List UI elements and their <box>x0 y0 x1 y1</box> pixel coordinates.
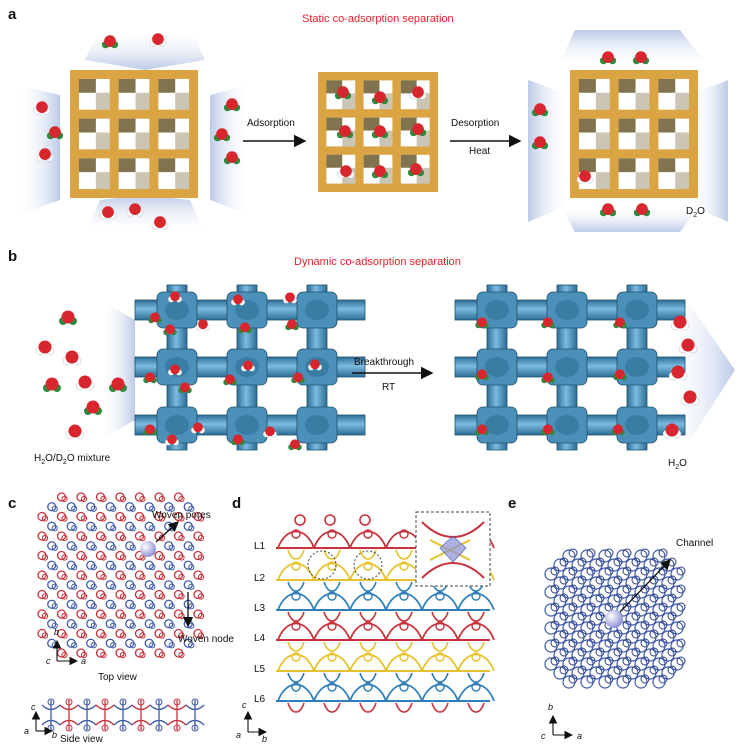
layer-label-3: L3 <box>254 603 266 614</box>
woven-pores-arrow <box>155 521 179 543</box>
layer-label-1: L1 <box>254 541 266 552</box>
panel-c-letter: c <box>8 495 17 512</box>
breakthrough-label: Breakthrough <box>354 357 415 368</box>
woven-framework-side-view <box>41 698 205 732</box>
axis-b-side: b <box>52 730 58 740</box>
panel-e-letter: e <box>508 495 517 512</box>
mof-channel-grid-1 <box>134 284 366 451</box>
panel-d <box>243 511 495 737</box>
woven-pores-label: Woven pores <box>152 510 211 521</box>
inflow-arrows-frame1 <box>18 28 250 235</box>
woven-pore-sphere <box>140 541 156 557</box>
desorption-label: Desorption <box>451 118 500 129</box>
outflow-arrows-frame3 <box>528 30 728 232</box>
layer-label-2: L2 <box>254 573 266 584</box>
d2o-label: D2O <box>686 206 705 219</box>
axis-c-side: c <box>31 702 36 712</box>
adsorption-label: Adsorption <box>247 118 295 129</box>
axes-side-view <box>31 710 54 736</box>
woven-node-label: Woven node <box>178 634 234 645</box>
layer-label-5: L5 <box>254 664 266 675</box>
panel-a-title: Static co-adsorption separation <box>302 13 454 25</box>
side-view-label: Side view <box>60 734 103 745</box>
channel-sphere <box>605 610 623 628</box>
panel-b-letter: b <box>8 248 18 265</box>
mixture-label: H2O/D2O mixture <box>34 453 111 466</box>
inflow-arrow-b <box>100 300 135 440</box>
panel-b <box>35 284 735 451</box>
layer-label-6: L6 <box>254 694 266 705</box>
panel-c <box>31 492 205 736</box>
mof-channel-grid-2 <box>454 284 686 451</box>
outflow-arrow-b <box>665 305 735 440</box>
top-view-label: Top view <box>98 672 137 683</box>
panel-d-letter: d <box>232 495 242 512</box>
axes-panel-d <box>243 710 268 737</box>
axis-c-d: c <box>242 700 247 710</box>
framework-channel-view <box>544 548 686 689</box>
axis-c-e: c <box>541 731 546 741</box>
axis-b-e: b <box>548 702 554 712</box>
molecules-panel-a <box>33 33 651 230</box>
panel-b-title: Dynamic co-adsorption separation <box>294 256 461 268</box>
axis-b-top: b <box>54 627 60 637</box>
axis-a-e: a <box>577 731 583 741</box>
axis-a-side: a <box>24 726 30 736</box>
inset-woven-node <box>421 521 485 579</box>
axes-panel-e <box>548 714 574 740</box>
molecules-panel-b <box>35 291 700 451</box>
axis-c-top: c <box>46 656 51 666</box>
channel-label: Channel <box>676 538 714 549</box>
rt-label: RT <box>382 382 396 393</box>
layer-label-4: L4 <box>254 633 266 644</box>
mof-frame-1 <box>70 70 198 198</box>
axis-a-d: a <box>236 730 242 740</box>
axis-b-d: b <box>262 734 268 744</box>
panel-a-letter: a <box>8 6 17 23</box>
heat-label: Heat <box>469 146 491 157</box>
h2o-label: H2O <box>668 458 687 471</box>
channel-arrow <box>619 559 671 613</box>
axes-top-view <box>52 639 79 666</box>
panel-e <box>544 548 686 740</box>
axis-a-top: a <box>81 656 87 666</box>
panel-a <box>18 28 728 235</box>
